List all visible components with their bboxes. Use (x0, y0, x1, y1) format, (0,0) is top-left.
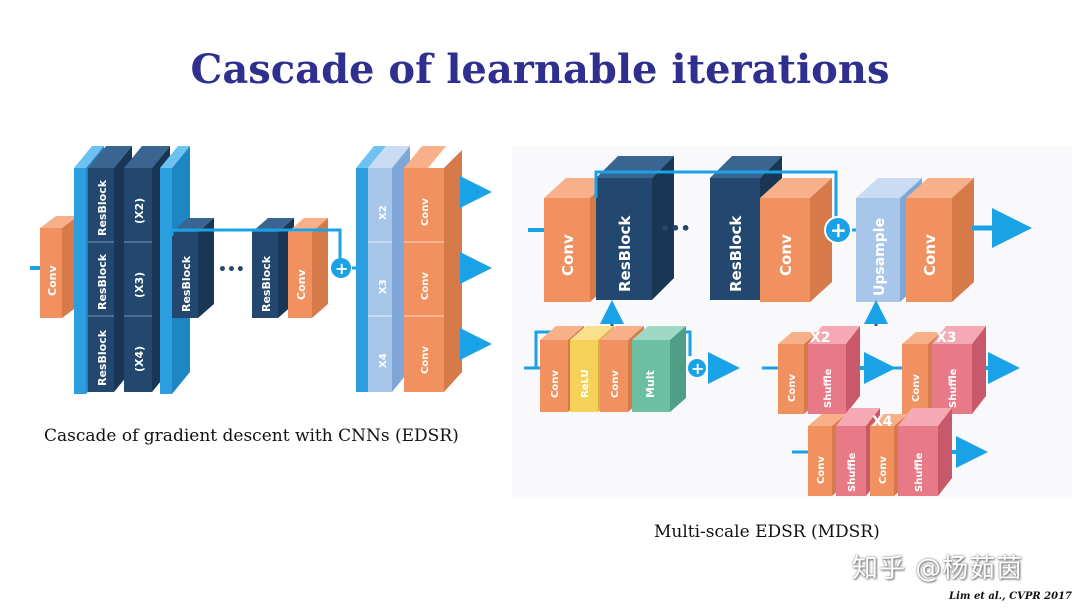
scale-label-x4: X4 (378, 353, 389, 368)
conv-label: Conv (878, 456, 889, 484)
resblock-label: ResBlock (96, 329, 109, 386)
conv-label: Conv (816, 456, 827, 484)
resblock-label: ResBlock (180, 255, 193, 312)
conv-block: Conv (760, 178, 832, 302)
add-node (824, 216, 852, 244)
shuffle-block: Shuffle (932, 326, 986, 414)
scale-column: (X2) (X3) (X4) (124, 146, 170, 392)
conv-label: Conv (420, 346, 431, 374)
plus-sign: + (691, 359, 704, 378)
scale-label-x2: X2 (378, 205, 389, 220)
conv-block: Conv (808, 414, 846, 496)
conv-label: Conv (420, 272, 431, 300)
shuffle-block: Shuffle (836, 408, 880, 496)
conv-label: Conv (610, 370, 621, 398)
resblock-block: ResBlock (172, 218, 214, 318)
add-node (331, 258, 351, 278)
conv-label: Conv (559, 234, 577, 276)
scale-label-x3: X3 (936, 330, 957, 346)
scale-label-x4: X4 (872, 414, 893, 430)
ellipsis: ••• (218, 262, 245, 278)
shuffle-block: Shuffle (898, 408, 952, 496)
conv-label: Conv (911, 374, 922, 402)
resblock-block: ResBlock (596, 156, 674, 300)
shuffle-label: Shuffle (823, 368, 834, 408)
plus-sign: + (335, 259, 348, 278)
resblock-label: ResBlock (96, 253, 109, 310)
add-node (686, 357, 708, 379)
conv-label: Conv (921, 234, 939, 276)
conv-label: Conv (295, 269, 308, 300)
scale-label-x3: X3 (378, 279, 389, 294)
shuffle-label: Shuffle (948, 368, 959, 408)
mdsr-caption: Multi-scale EDSR (MDSR) (654, 522, 880, 542)
skip-connection (170, 228, 342, 258)
plus-sign: + (830, 218, 847, 242)
conv-label: Conv (420, 198, 431, 226)
resblock-label: ResBlock (260, 255, 273, 312)
upsample-column: X2 X3 X4 (368, 146, 410, 392)
shuffle-label: Shuffle (847, 452, 858, 492)
resblock-label: ResBlock (616, 215, 634, 292)
blue-bar (356, 146, 386, 392)
mult-label: Mult (644, 370, 657, 398)
edsr-caption: Cascade of gradient descent with CNNs (E… (44, 426, 459, 446)
conv-block: Conv (288, 218, 328, 318)
conv-label: Conv (777, 234, 795, 276)
mult-block: Mult (632, 326, 686, 412)
scale-label-x3: (X3) (133, 272, 146, 298)
resblock-label: ResBlock (96, 179, 109, 236)
conv-block: Conv (906, 178, 974, 302)
upsample-label: Upsample (872, 218, 888, 296)
conv-block: Conv (40, 216, 78, 318)
slide-title: Cascade of learnable iterations (190, 46, 890, 93)
scale-label-x2: X2 (810, 330, 831, 346)
shuffle-block: Shuffle (808, 326, 860, 414)
ellipsis: ••• (660, 219, 691, 238)
skip-connection (594, 170, 838, 218)
conv-label: Conv (787, 374, 798, 402)
citation: Lim et al., CVPR 2017 (949, 591, 1072, 602)
watermark: 知乎 @杨茹茵 (852, 554, 1024, 584)
conv-label: Conv (46, 265, 59, 296)
scale-label-x4: (X4) (133, 346, 146, 372)
resblock-block: ResBlock (252, 218, 294, 318)
resblock-label: ResBlock (727, 215, 745, 292)
relu-label: ReLU (580, 369, 591, 398)
scale-label-x2: (X2) (133, 198, 146, 224)
shuffle-label: Shuffle (914, 452, 925, 492)
conv-column: Conv Conv Conv (404, 146, 462, 392)
conv-label: Conv (550, 370, 561, 398)
